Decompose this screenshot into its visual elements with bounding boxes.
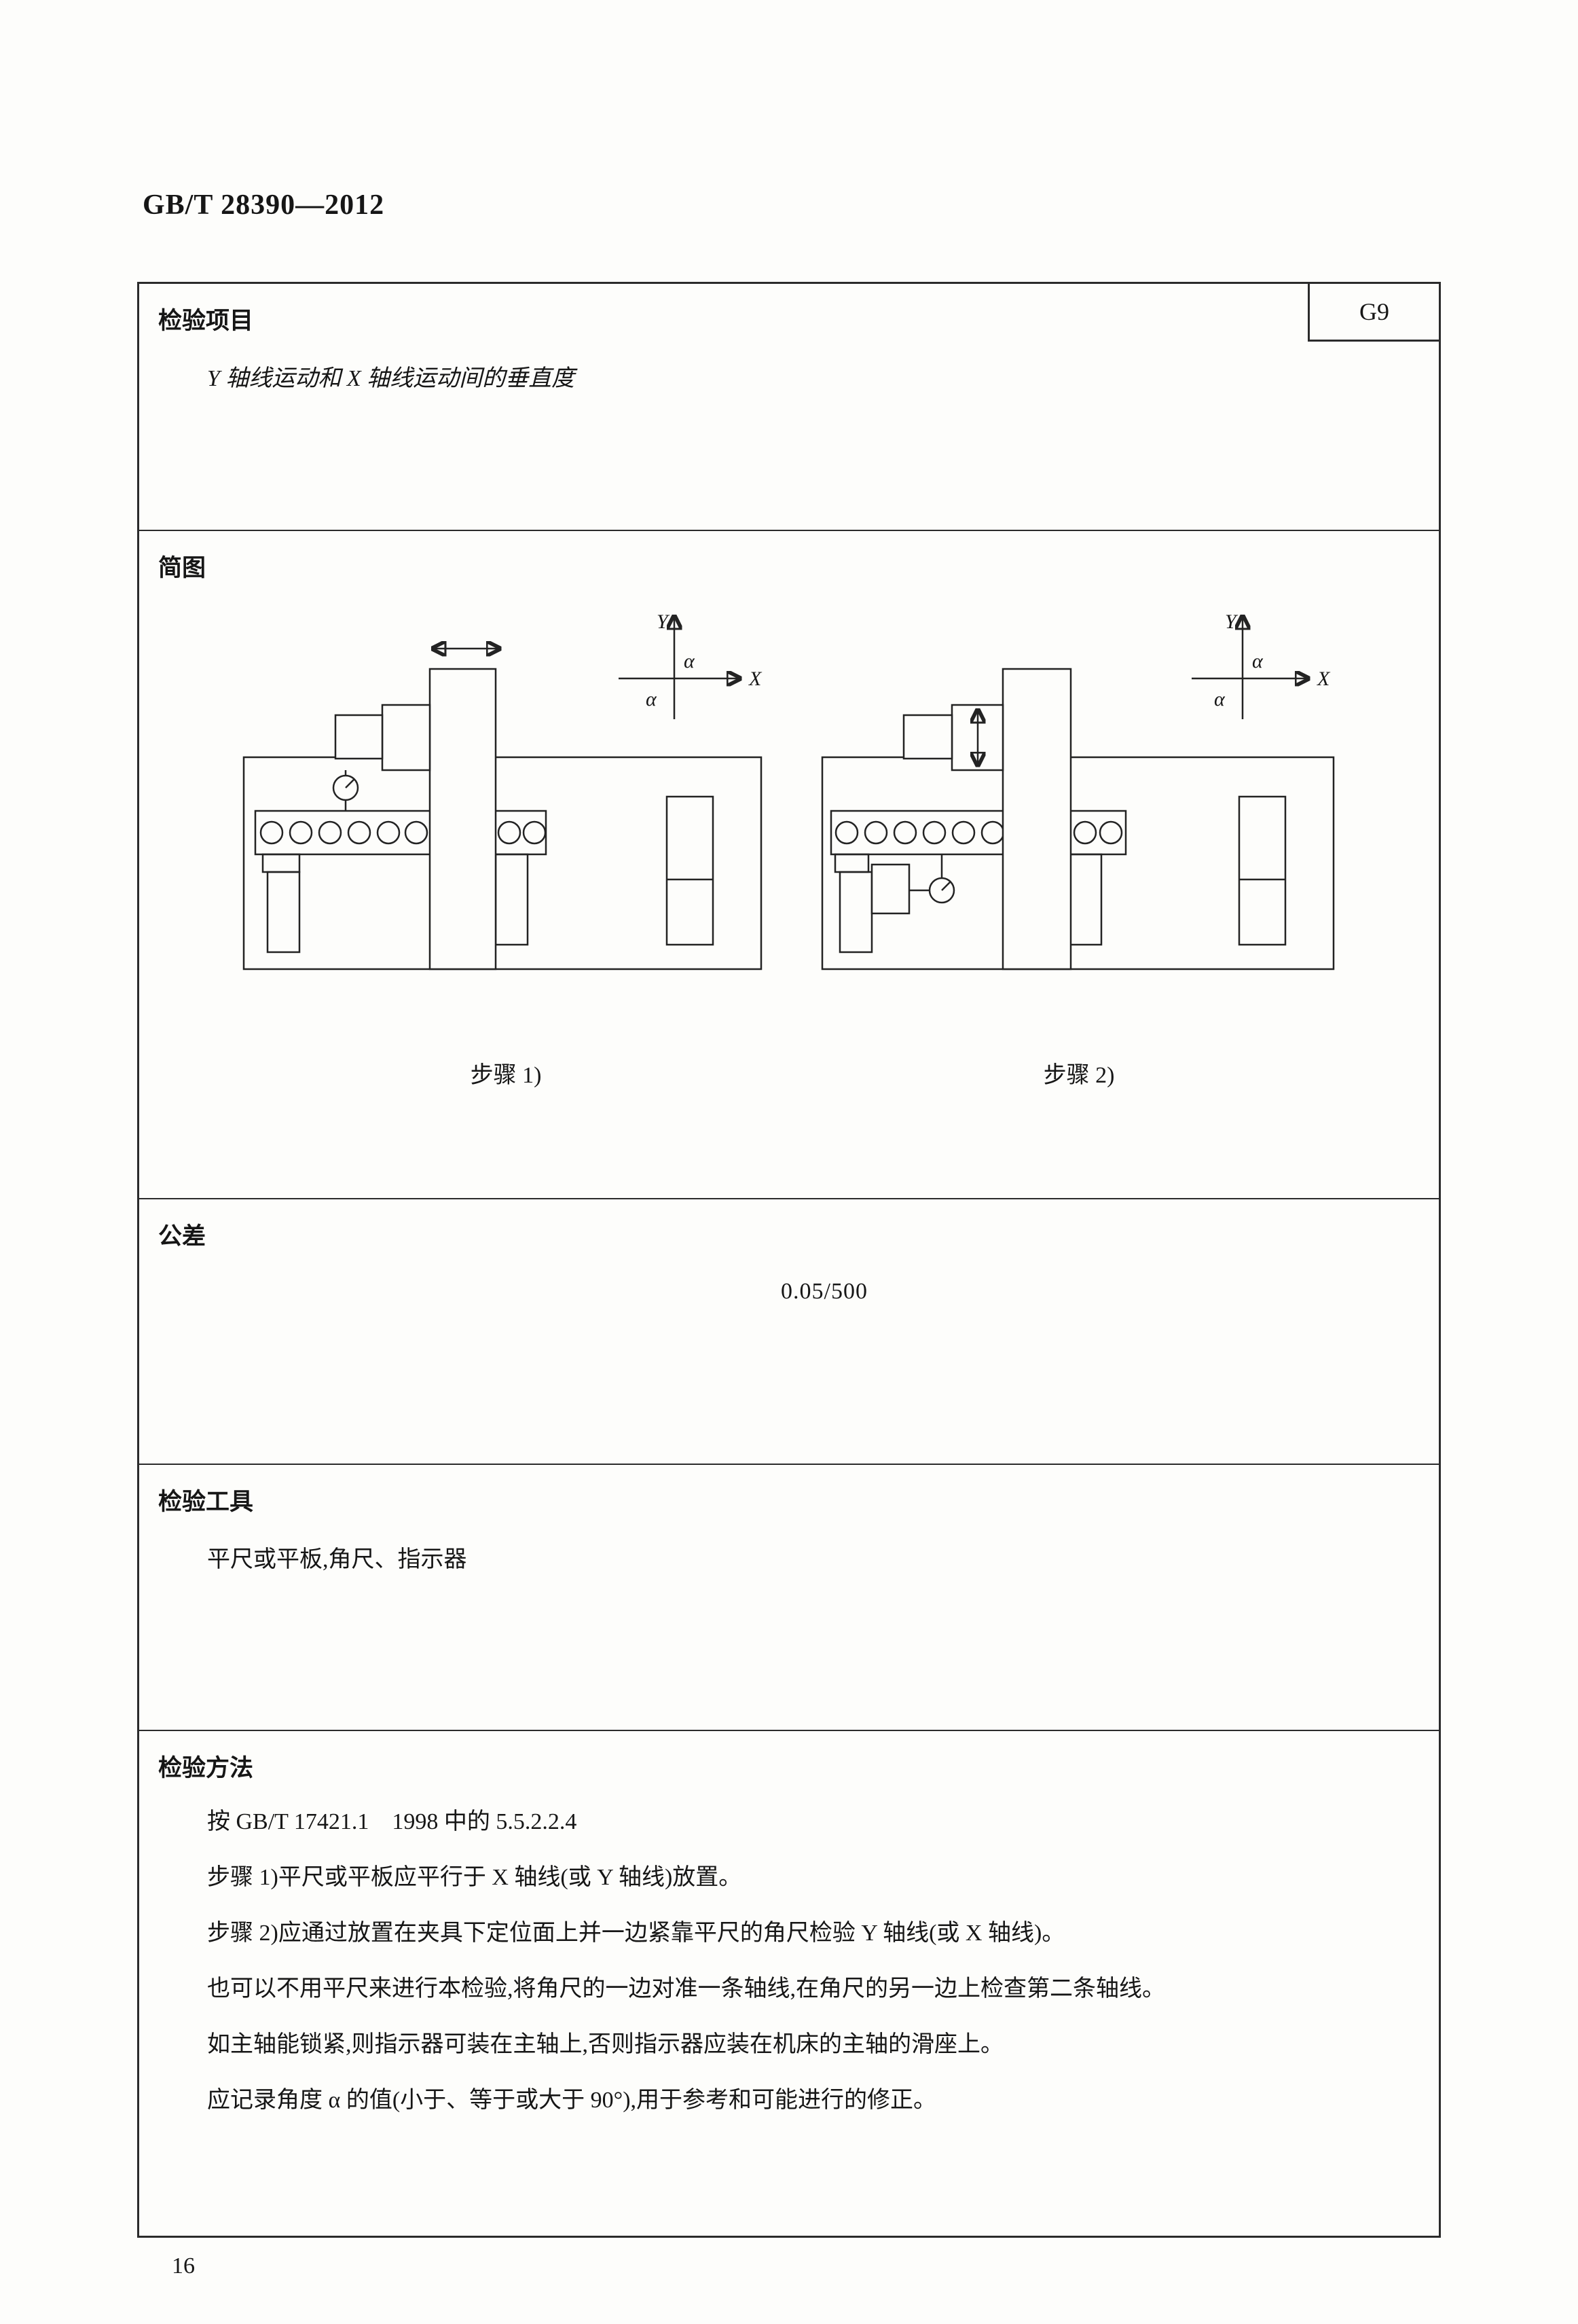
method-line: 应记录角度 α 的值(小于、等于或大于 90°),用于参考和可能进行的修正。 <box>207 2088 937 2113</box>
coordinate-axes: Y X α α <box>619 611 763 719</box>
inspection-card: 检验项目 G9 Y 轴线运动和 X 轴线运动间的垂直度 简图 <box>137 282 1441 2238</box>
alpha-bottom-label: α <box>1214 688 1226 710</box>
dial-indicator <box>332 770 359 811</box>
machine-column <box>1002 668 1072 970</box>
axis-y-label: Y <box>1225 611 1238 633</box>
diagram-label: 简图 <box>158 555 206 581</box>
section-tolerance: 公差 0.05/500 <box>139 1198 1439 1464</box>
method-line: 步骤 1)平尺或平板应平行于 X 轴线(或 Y 轴线)放置。 <box>207 1865 742 1890</box>
support-blocks <box>834 795 1287 954</box>
figure-step1: Y X α α 步骤 1) <box>241 604 771 1089</box>
axis-y-label: Y <box>657 611 670 633</box>
dial-indicator <box>909 854 955 904</box>
spindle-head <box>902 704 1004 771</box>
tools-value: 平尺或平板,角尺、指示器 <box>207 1547 467 1572</box>
method-label: 检验方法 <box>158 1755 254 1781</box>
tolerance-value: 0.05/500 <box>781 1279 868 1304</box>
machine-diagram-step2: Y X α α <box>821 611 1335 970</box>
method-line: 也可以不用平尺来进行本检验,将角尺的一边对准一条轴线,在角尺的另一边上检查第二条… <box>207 1976 1165 2001</box>
section-method: 检验方法 按 GB/T 17421.1 1998 中的 5.5.2.2.4 步骤… <box>139 1730 1439 2234</box>
axis-x-label: X <box>748 668 763 690</box>
machine-bed <box>821 756 1335 970</box>
machine-diagram-step1: Y X α α <box>242 611 763 970</box>
spindle-head <box>334 704 431 771</box>
diagram-row: Y X α α 步骤 1) <box>139 604 1439 1089</box>
work-table <box>830 810 1127 856</box>
method-line: 按 GB/T 17421.1 1998 中的 5.5.2.2.4 <box>207 1809 577 1834</box>
section-tools: 检验工具 平尺或平板,角尺、指示器 <box>139 1464 1439 1730</box>
method-line: 步骤 2)应通过放置在夹具下定位面上并一边紧靠平尺的角尺检验 Y 轴线(或 X … <box>207 1921 1065 1946</box>
machine-bed <box>242 756 763 970</box>
method-line: 如主轴能锁紧,则指示器可装在主轴上,否则指示器应装在机床的主轴的滑座上。 <box>207 2032 1004 2057</box>
method-lines: 按 GB/T 17421.1 1998 中的 5.5.2.2.4 步骤 1)平尺… <box>139 1794 1439 2128</box>
alpha-top-label: α <box>1252 650 1264 672</box>
test-item-description: Y 轴线运动和 X 轴线运动间的垂直度 <box>207 366 575 391</box>
axis-x-label: X <box>1317 668 1331 690</box>
work-table <box>254 810 547 856</box>
test-item-label: 检验项目 <box>158 308 254 334</box>
figure-step2-caption: 步骤 2) <box>1043 1063 1115 1088</box>
document-header: GB/T 28390—2012 <box>143 189 385 221</box>
tolerance-label: 公差 <box>158 1223 206 1250</box>
tools-label: 检验工具 <box>158 1489 254 1515</box>
coordinate-axes: Y X α α <box>1192 611 1331 719</box>
alpha-top-label: α <box>684 650 695 672</box>
figure-step2: Y X α α 步骤 2) <box>821 604 1337 1089</box>
section-test-item: 检验项目 G9 Y 轴线运动和 X 轴线运动间的垂直度 <box>139 284 1439 530</box>
figure-step1-caption: 步骤 1) <box>470 1063 542 1088</box>
machine-column <box>428 668 497 970</box>
test-code-badge: G9 <box>1308 284 1439 342</box>
alpha-bottom-label: α <box>646 688 657 710</box>
section-diagram: 简图 <box>139 530 1439 1198</box>
page-number: 16 <box>172 2253 195 2278</box>
